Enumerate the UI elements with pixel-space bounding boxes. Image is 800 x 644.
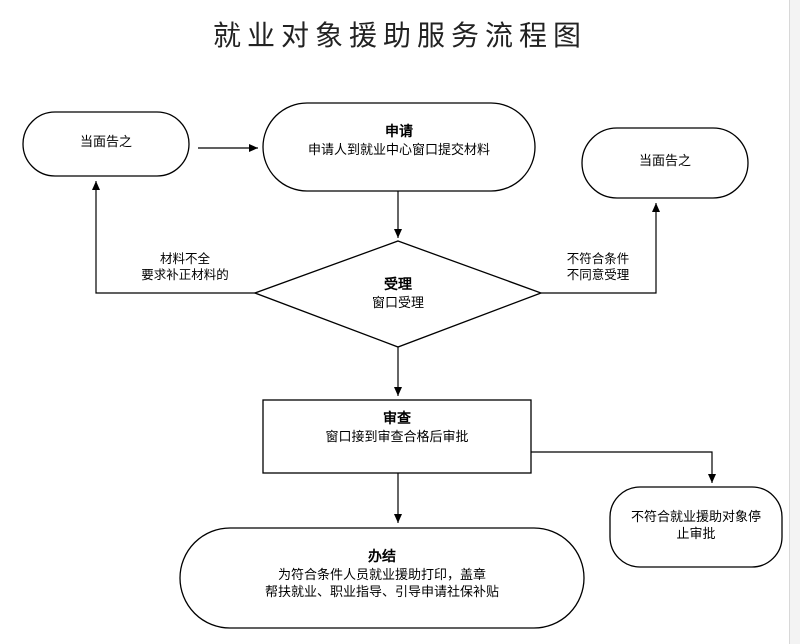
not-qualified-line1: 不符合条件 — [566, 251, 630, 266]
node-notify-left-label: 当面告之 — [23, 134, 189, 151]
notify-left-text: 当面告之 — [79, 135, 132, 150]
node-finish-shape — [179, 527, 585, 629]
node-review-label: 审查 窗口接到审查合格后审批 — [263, 409, 531, 446]
incomplete-line2: 要求补正材料的 — [141, 267, 229, 282]
window-edge — [789, 0, 800, 644]
edge-accept-to-notify-left — [92, 181, 255, 294]
finish-line2: 帮扶就业、职业指导、引导申请社保补贴 — [264, 585, 499, 600]
apply-heading: 申请 — [385, 124, 413, 140]
node-apply-shape — [262, 102, 536, 192]
node-finish-label: 办结 为符合条件人员就业援助打印，盖章 帮扶就业、职业指导、引导申请社保补贴 — [180, 547, 584, 601]
apply-text: 申请人到就业中心窗口提交材料 — [307, 143, 490, 158]
node-notify-right-shape — [581, 127, 749, 199]
node-accept-label: 受理 窗口受理 — [318, 275, 478, 312]
node-apply-label: 申请 申请人到就业中心窗口提交材料 — [263, 122, 535, 159]
accept-heading: 受理 — [384, 277, 412, 293]
node-notify-left-shape — [22, 111, 190, 177]
node-notify-right-label: 当面告之 — [582, 153, 748, 170]
notify-right-text: 当面告之 — [638, 154, 691, 169]
reject-text: 不符合就业援助对象停止审批 — [630, 510, 761, 542]
finish-heading: 办结 — [368, 549, 396, 565]
edge-review-to-reject — [531, 451, 716, 483]
edge-accept-to-notify-right — [541, 203, 660, 294]
edge-not-qualified-label: 不符合条件 不同意受理 — [543, 251, 653, 283]
accept-text: 窗口受理 — [371, 296, 424, 311]
node-review-shape — [262, 399, 532, 474]
review-text: 窗口接到审查合格后审批 — [325, 430, 469, 445]
incomplete-line1: 材料不全 — [159, 251, 210, 266]
diagram-title: 就业对象援助服务流程图 — [212, 19, 587, 52]
not-qualified-line2: 不同意受理 — [566, 267, 630, 282]
node-reject-shape — [609, 486, 783, 568]
finish-line1: 为符合条件人员就业援助打印，盖章 — [277, 568, 486, 583]
review-heading: 审查 — [383, 411, 411, 427]
node-reject-label: 不符合就业援助对象停止审批 — [628, 509, 764, 543]
edge-incomplete-label: 材料不全 要求补正材料的 — [110, 251, 260, 283]
